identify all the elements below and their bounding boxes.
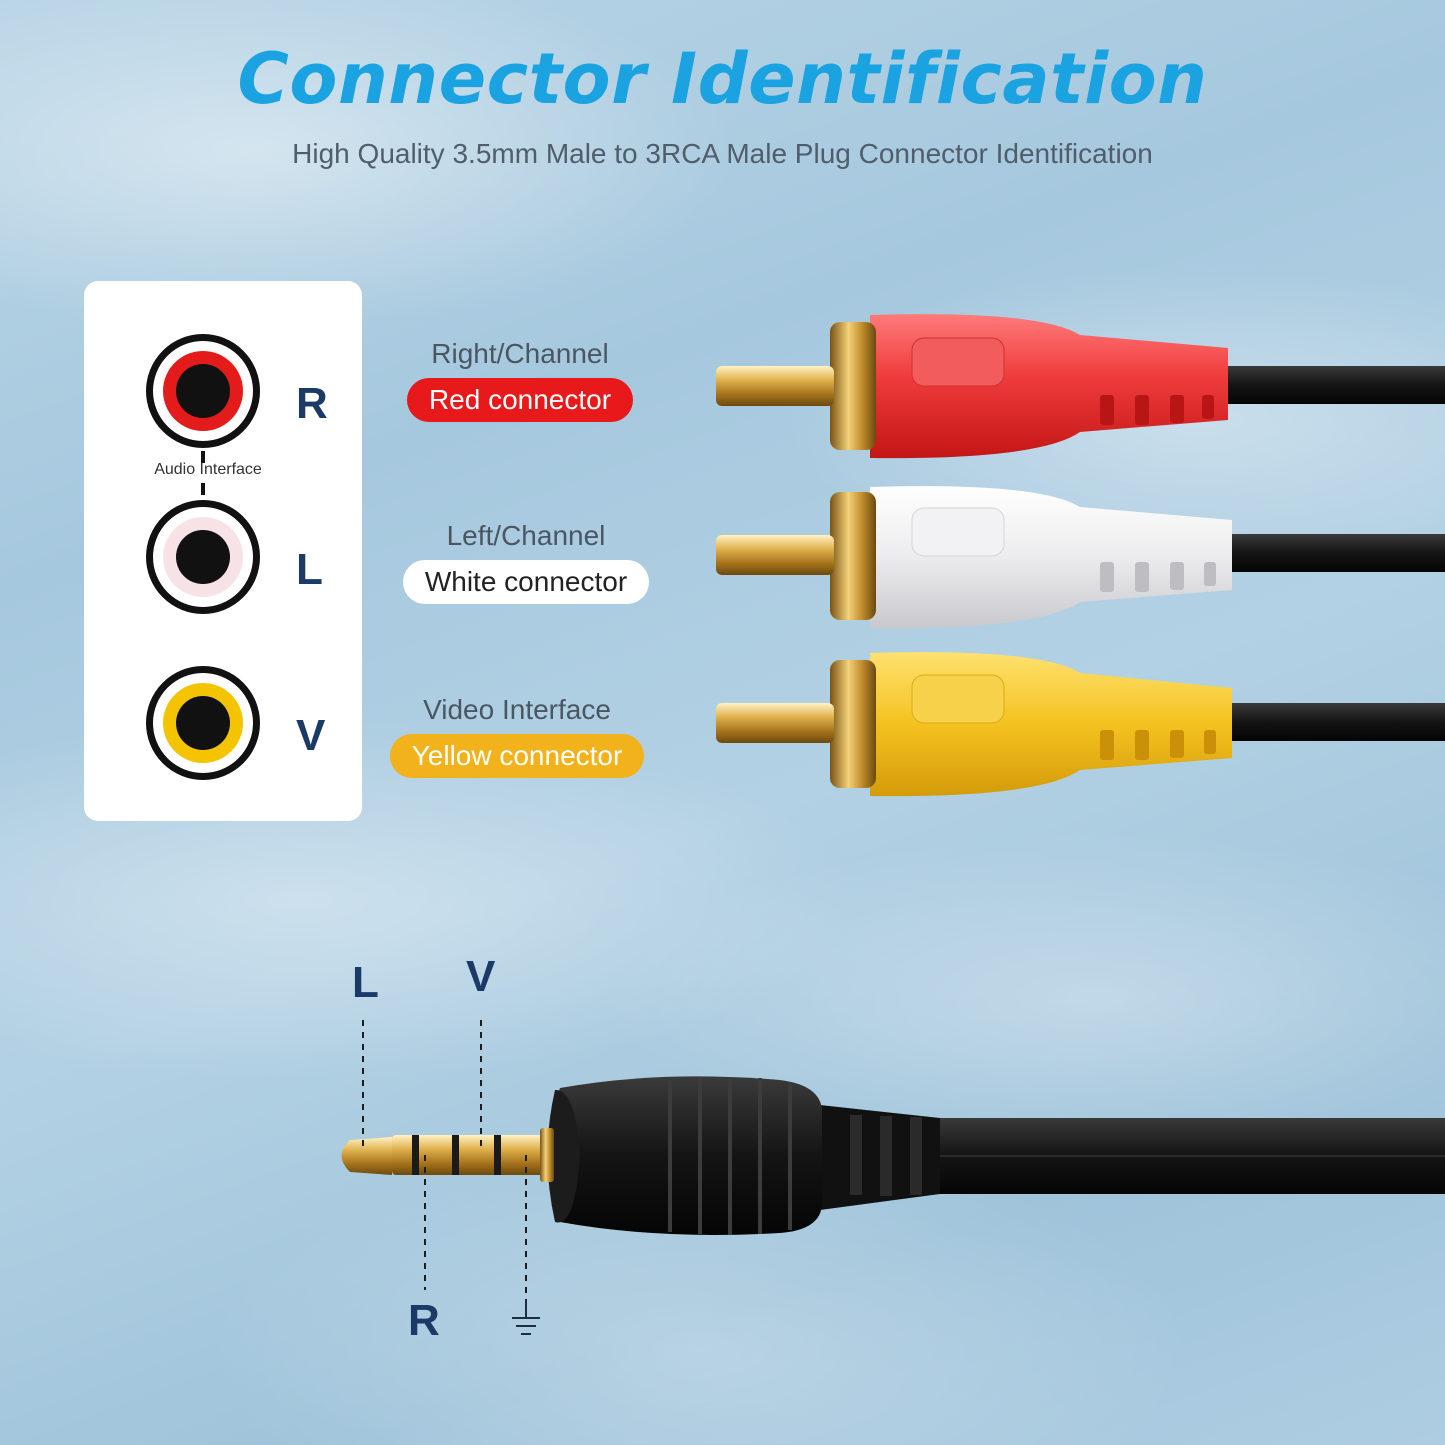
red-connector-pill: Red connector <box>406 378 634 422</box>
jack-letter-l: L <box>296 545 323 594</box>
connector-line <box>201 451 205 463</box>
jack-panel-card: R Audio Interface L V <box>84 281 362 821</box>
page-subtitle: High Quality 3.5mm Male to 3RCA Male Plu… <box>292 138 1153 169</box>
yellow-connector-pill: Yellow connector <box>389 734 645 778</box>
yellow-jack-icon <box>146 666 260 780</box>
white-rca-plug <box>716 486 1445 629</box>
video-interface-caption: Video Interface <box>423 694 611 725</box>
red-rca-plug <box>716 314 1445 459</box>
red-connector-label: Right/Channel Red connector <box>398 338 642 422</box>
connector-line <box>201 483 205 495</box>
audio-interface-label: Audio Interface <box>154 461 262 478</box>
right-channel-caption: Right/Channel <box>431 338 609 369</box>
white-jack-icon <box>146 500 260 614</box>
left-channel-caption: Left/Channel <box>446 520 606 551</box>
yellow-rca-plug <box>716 652 1445 797</box>
red-jack-icon <box>146 334 260 448</box>
white-connector-label: Left/Channel White connector <box>398 520 654 604</box>
page-title: Connector Identification <box>237 38 1208 120</box>
ground-icon <box>512 1300 540 1335</box>
3-5mm-plug <box>341 1076 1445 1235</box>
jack-letter-r: R <box>296 379 328 428</box>
pin-label-v: V <box>466 952 496 1001</box>
white-connector-pill: White connector <box>402 560 650 604</box>
pin-label-r: R <box>408 1296 440 1345</box>
jack-letter-v: V <box>296 711 326 760</box>
pin-label-l: L <box>352 958 379 1007</box>
yellow-connector-label: Video Interface Yellow connector <box>384 694 650 778</box>
pin-leader-lines <box>362 1020 527 1300</box>
